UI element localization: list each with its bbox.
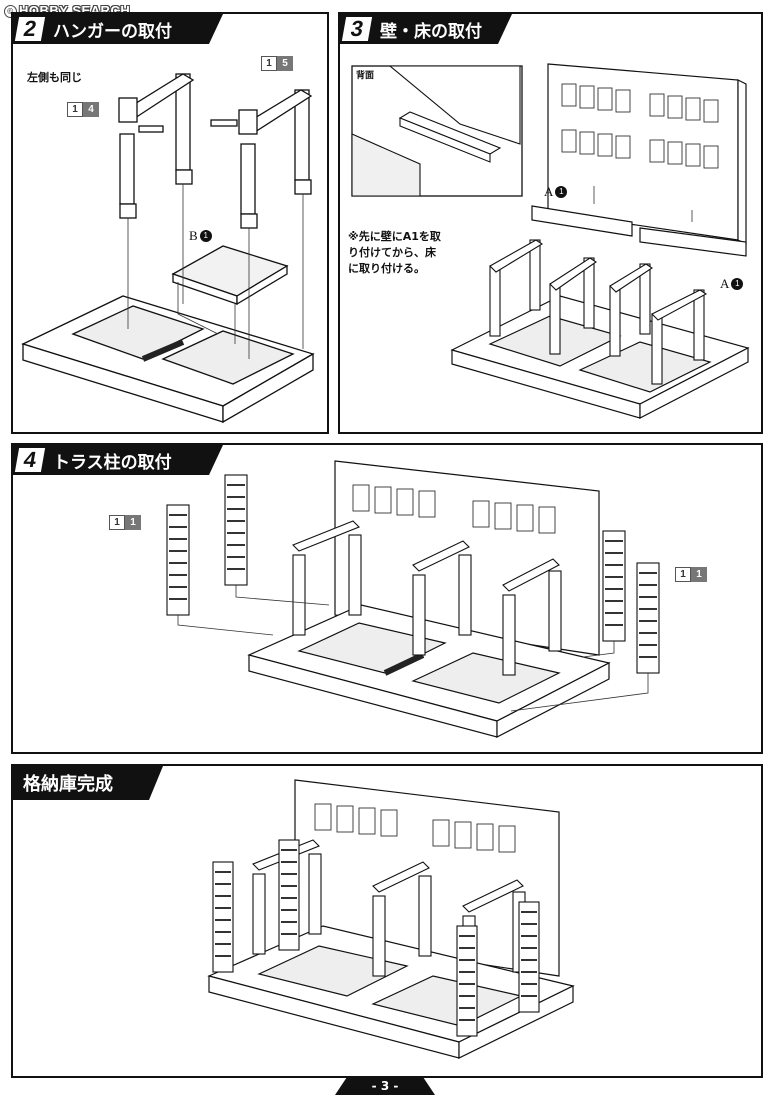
wall-panels: [561, 83, 719, 169]
step-2-note: 左側も同じ: [27, 71, 82, 84]
completion-header: 格納庫完成: [13, 766, 163, 800]
page-number: - 3 -: [335, 1077, 435, 1095]
completed-hangar-illustration: [207, 779, 575, 1059]
completion-title: 格納庫完成: [23, 774, 113, 795]
step-3-inset-label: 背面: [356, 71, 375, 81]
step-4-title: トラス柱の取付: [53, 452, 172, 473]
step-2-title: ハンガーの取付: [53, 21, 172, 42]
step-3-title: 壁・床の取付: [380, 21, 482, 42]
truss-pillar-illustration: [166, 460, 660, 738]
step-3-header: 3 壁・床の取付: [340, 14, 512, 44]
step-3-note-line-1: ※先に壁にA1を取: [348, 230, 441, 243]
step-3-panel: 3 壁・床の取付: [338, 12, 763, 434]
wall-floor-illustration: [351, 63, 750, 419]
step-4-header: 4 トラス柱の取付: [13, 445, 223, 475]
hanger-assembly-illustration: [21, 73, 315, 424]
step-3-note-line-3: に取り付ける。: [348, 262, 425, 275]
step-2-header: 2 ハンガーの取付: [13, 14, 223, 44]
step-3-note-line-2: り付けてから、床: [348, 246, 436, 259]
completion-panel: 格納庫完成: [11, 764, 763, 1078]
